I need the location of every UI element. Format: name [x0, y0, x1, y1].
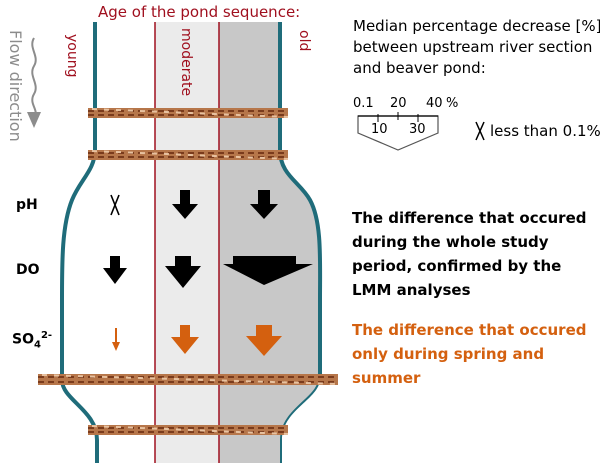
dam-1: [88, 108, 289, 118]
legend-title-line-1: Median percentage decrease [%]: [353, 17, 600, 35]
param-do: DO: [16, 262, 40, 278]
note-spring-summer: The difference that occured only during …: [352, 321, 587, 387]
legend-title-line-3: and beaver pond:: [353, 59, 486, 77]
river-right-bank: [278, 22, 323, 380]
legend-less-than-label: less than 0.1%: [490, 122, 600, 140]
column-label-old: old: [296, 30, 312, 52]
ph-young-less-than-symbol: [110, 194, 120, 216]
dam-3: [38, 374, 339, 385]
column-moderate-fill: [155, 22, 219, 463]
dam-2: [88, 150, 289, 160]
ph-old-arrow: [250, 190, 278, 219]
legend-scale-0.1: 0.1: [353, 96, 374, 111]
param-ph: pH: [16, 197, 38, 213]
legend-title-line-2: between upstream river section: [353, 38, 593, 56]
column-label-moderate: moderate: [178, 28, 194, 97]
note-whole-period: The difference that occured during the w…: [352, 209, 587, 299]
flow-arrowhead: [27, 112, 41, 128]
legend-scale-20: 20: [390, 96, 407, 111]
column-label-young: young: [64, 34, 80, 78]
header-title: Age of the pond sequence:: [98, 3, 301, 21]
legend-scale-40: 40: [426, 96, 443, 111]
legend-less-than-symbol: [475, 121, 485, 141]
outside-river-right: [280, 22, 330, 463]
so4-young-arrow: [112, 328, 120, 351]
do-old-arrow: [223, 256, 313, 285]
flow-wave: [31, 37, 37, 119]
legend-scale-percent: %: [446, 96, 459, 111]
so4-old-arrow: [246, 325, 282, 356]
legend-scale-10: 10: [371, 122, 388, 137]
do-young-arrow: [103, 256, 127, 284]
legend-scale-30: 30: [409, 122, 426, 137]
do-moderate-arrow: [165, 256, 201, 288]
river-left-bank: [60, 22, 99, 463]
ph-moderate-arrow: [172, 190, 198, 219]
param-so4: SO42-: [12, 330, 53, 351]
so4-moderate-arrow: [171, 325, 199, 354]
dam-4: [88, 425, 289, 435]
flow-direction-label: Flow direction: [6, 30, 25, 142]
